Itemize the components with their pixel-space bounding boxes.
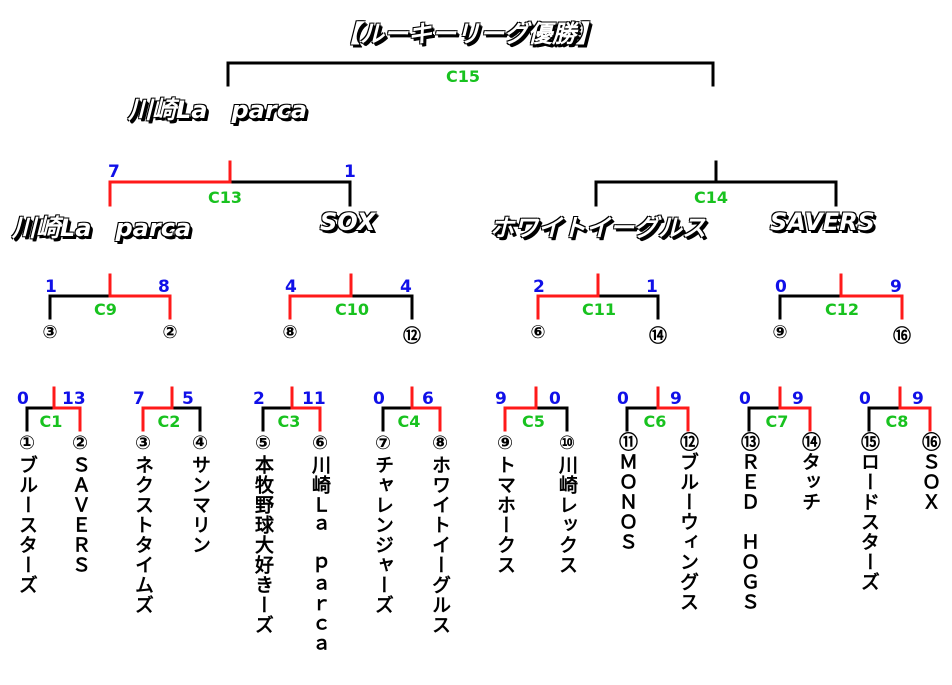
semi-team-right-c13: SOX — [320, 208, 376, 236]
seed-right-c9: ② — [162, 322, 178, 343]
team-name: ①ブルースターズ — [16, 432, 38, 595]
score-left-c6: 0 — [617, 389, 629, 409]
team-name: ⑨トマホークス — [494, 432, 516, 575]
champion-name: 川崎La parca — [128, 96, 308, 124]
game-label-c8: C8 — [885, 412, 909, 431]
team-name: ⑬ＲＥＤ ＨＯＧＳ — [738, 432, 760, 612]
score-left-c7: 0 — [739, 389, 751, 409]
game-label-c13: C13 — [208, 188, 243, 207]
score-left-c5: 9 — [495, 389, 507, 409]
score-right-c13: 1 — [344, 162, 356, 182]
score-right-c2: 5 — [182, 389, 194, 409]
team-name: ⑮ロードスターズ — [858, 432, 880, 592]
score-left-c3: 2 — [253, 389, 265, 409]
team-name: ④サンマリン — [189, 432, 211, 555]
score-right-c1: 13 — [62, 389, 86, 409]
score-right-c6: 9 — [670, 389, 682, 409]
score-right-c10: 4 — [400, 277, 412, 297]
game-label-c12: C12 — [825, 300, 860, 319]
team-name: ⑦チャレンジャーズ — [372, 432, 394, 615]
semi-team-right-c14: SAVERS — [770, 208, 875, 236]
team-name: ⑥川崎Ｌａ ｐａｒｃａ — [309, 432, 331, 655]
game-label-c14: C14 — [694, 188, 729, 207]
score-right-c9: 8 — [158, 277, 170, 297]
score-right-c7: 9 — [792, 389, 804, 409]
seed-left-c10: ⑧ — [282, 322, 298, 343]
score-right-c4: 6 — [422, 389, 434, 409]
team-name: ⑪ＭＯＮＯＳ — [616, 432, 638, 552]
game-label-c10: C10 — [335, 300, 370, 319]
score-left-c11: 2 — [533, 277, 545, 297]
game-label-c6: C6 — [643, 412, 667, 431]
seed-right-c11: ⑭ — [649, 326, 667, 347]
team-name: ②ＳＡＶＥＲＳ — [69, 432, 91, 575]
team-name: ⑯ＳＯＸ — [919, 432, 941, 512]
score-left-c4: 0 — [373, 389, 385, 409]
game-label-c2: C2 — [157, 412, 181, 431]
team-name: ⑭タッチ — [799, 432, 821, 512]
score-right-c3: 11 — [302, 389, 326, 409]
game-label-c11: C11 — [582, 300, 617, 319]
score-right-c11: 1 — [646, 277, 658, 297]
score-right-c12: 9 — [890, 277, 902, 297]
score-left-c13: 7 — [108, 162, 120, 182]
score-left-c8: 0 — [859, 389, 871, 409]
game-label-c1: C1 — [39, 412, 63, 431]
score-left-c10: 4 — [285, 277, 297, 297]
score-right-c5: 0 — [549, 389, 561, 409]
team-name: ⑫ブルーウィングス — [677, 432, 699, 612]
team-name: ⑩川崎レックス — [556, 432, 578, 575]
score-left-c12: 0 — [775, 277, 787, 297]
game-label-c4: C4 — [397, 412, 421, 431]
team-name: ③ネクストタイムズ — [132, 432, 154, 615]
game-label-c7: C7 — [765, 412, 789, 431]
score-left-c1: 0 — [17, 389, 29, 409]
game-label-c3: C3 — [277, 412, 301, 431]
seed-right-c12: ⑯ — [893, 326, 911, 347]
seed-right-c10: ⑫ — [403, 326, 421, 347]
semi-team-left-c13: 川崎La parca — [12, 214, 192, 242]
seed-left-c9: ③ — [42, 322, 58, 343]
game-label-c5: C5 — [522, 412, 545, 431]
team-name: ⑤本牧野球大好きーズ — [252, 432, 274, 635]
game-label-final: C15 — [446, 67, 481, 86]
score-left-c2: 7 — [133, 389, 145, 409]
score-left-c9: 1 — [45, 277, 57, 297]
team-name: ⑧ホワイトイーグルス — [429, 432, 451, 635]
game-label-c9: C9 — [94, 300, 117, 319]
seed-left-c11: ⑥ — [530, 322, 546, 343]
seed-left-c12: ⑨ — [772, 322, 788, 343]
tournament-title: 【ルーキーリーグ優勝】 — [336, 20, 600, 48]
semi-team-left-c14: ホワイトイーグルス — [490, 214, 706, 242]
score-right-c8: 9 — [912, 389, 924, 409]
